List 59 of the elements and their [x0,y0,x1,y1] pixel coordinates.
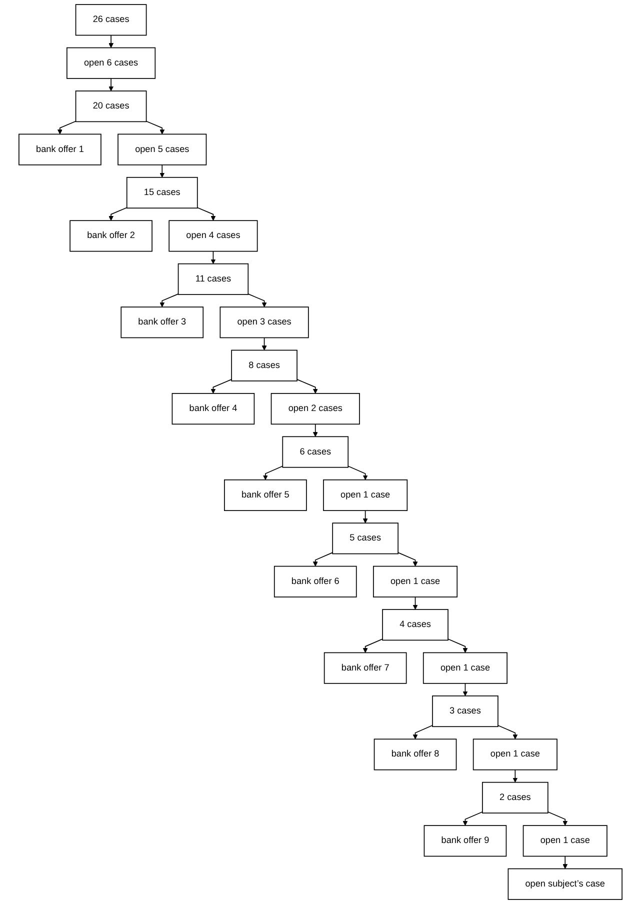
arrow [248,294,267,308]
arrow [160,294,179,308]
arrow [362,638,383,653]
node-box: 4 cases [382,609,448,641]
arrow [196,207,216,221]
arrow [262,466,284,480]
node-box: 8 cases [231,350,298,382]
arrow [108,207,128,221]
node-box: bank offer 2 [70,220,152,252]
arrow [348,466,368,480]
arrow [512,769,518,783]
arrow [108,34,114,48]
node-box: open 3 cases [220,306,309,338]
node-box: bank offer 6 [274,566,357,598]
node-box: bank offer 8 [374,738,457,770]
node-box: open 4 cases [168,220,258,252]
arrow [262,337,267,350]
arrow [462,811,483,826]
node-box: bank offer 7 [324,652,407,684]
arrow [562,856,568,869]
node-box: open 2 cases [270,393,360,425]
node-box: bank offer 9 [424,825,507,857]
node-box: 11 cases [178,263,249,295]
node-box: open 1 case [373,566,458,598]
arrow [448,638,468,653]
arrow [57,120,76,134]
arrow [296,379,318,394]
node-box: 3 cases [432,695,498,728]
node-box: open subject’s case [508,868,622,900]
node-box: 20 cases [75,90,147,122]
node-box: 6 cases [282,436,349,468]
arrow [362,510,368,524]
node-box: open 1 case [323,479,408,511]
arrow [312,552,334,566]
node-box: open 1 case [422,652,508,684]
node-box: 15 cases [126,176,198,209]
node-box: 5 cases [332,522,398,554]
arrow [498,725,518,740]
node-box: 2 cases [482,782,548,814]
arrow [547,811,568,826]
node-box: bank offer 3 [120,306,204,338]
arrow [398,552,418,566]
node-box: bank offer 1 [18,134,102,166]
arrow [210,250,216,264]
node-box: bank offer 4 [172,393,255,425]
arrow [160,164,165,178]
arrow [412,725,433,740]
node-box: open 1 case [522,825,608,857]
node-box: open 5 cases [118,134,207,166]
node-box: 26 cases [75,4,147,36]
node-box: open 6 cases [66,47,156,79]
node-box: open 1 case [472,738,558,770]
arrow [146,120,165,134]
arrow [210,379,232,394]
arrow [412,596,418,610]
node-box: bank offer 5 [224,479,307,511]
arrow [462,682,468,696]
arrow [108,78,114,92]
arrow [312,424,318,437]
